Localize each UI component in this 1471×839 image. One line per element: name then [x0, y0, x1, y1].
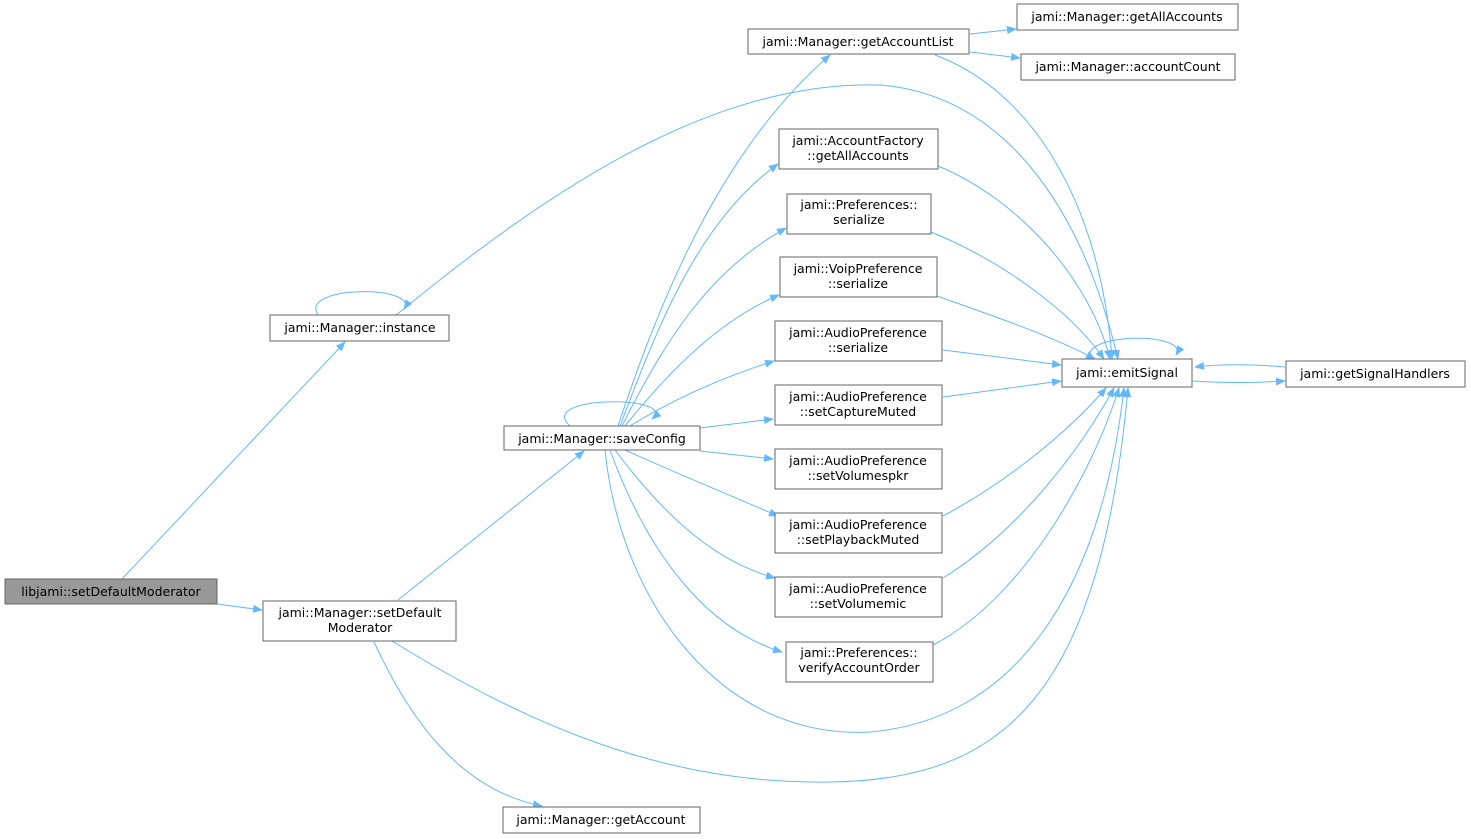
- node-label: jami::Manager::getAllAccounts: [1030, 9, 1222, 24]
- node-label-line-1: jami::AudioPreference: [788, 389, 927, 404]
- node-label-line-2: ::serialize: [828, 340, 888, 355]
- edge-saveconfig-setvolumespkr: [699, 450, 774, 462]
- edge-layer: [121, 25, 1286, 809]
- node-audiopreference-setvolumemic[interactable]: jami::AudioPreference ::setVolumemic: [774, 576, 943, 618]
- node-label-line-2: verifyAccountOrder: [798, 660, 920, 675]
- node-label-line-2: ::setVolumespkr: [808, 468, 910, 483]
- node-label: jami::Manager::accountCount: [1034, 59, 1220, 74]
- edge-saveconfig-setplaybackmuted: [624, 449, 779, 517]
- node-manager-saveconfig[interactable]: jami::Manager::saveConfig: [503, 425, 701, 451]
- edge-saveconfig-prefserialize: [621, 227, 787, 427]
- edge-saveconfig-setcapturemuted: [699, 416, 774, 429]
- edge-root-instance: [121, 341, 346, 580]
- edge-getaccountlist-accountcount: [969, 51, 1021, 61]
- node-preferences-verifyaccountorder[interactable]: jami::Preferences:: verifyAccountOrder: [785, 641, 934, 683]
- edge-saveconfig-verifyaccountorder: [609, 449, 783, 654]
- node-manager-instance[interactable]: jami::Manager::instance: [269, 314, 450, 342]
- node-layer: libjami::setDefaultModerator jami::Manag…: [4, 3, 1466, 834]
- node-audiopreference-serialize[interactable]: jami::AudioPreference ::serialize: [774, 320, 943, 362]
- edge-audioserialize-emitsignal: [942, 349, 1062, 368]
- node-label-line-2: ::getAllAccounts: [807, 148, 908, 163]
- edge-instance-emitsignal: [394, 84, 1120, 360]
- edge-setvolumemic-emitsignal: [942, 387, 1115, 579]
- node-label: jami::Manager::instance: [283, 320, 435, 335]
- node-label: jami::Manager::getAccount: [515, 812, 685, 827]
- node-label-line-1: jami::AccountFactory: [791, 133, 924, 148]
- edge-afgetallaccounts-emitsignal: [937, 165, 1112, 360]
- node-label-line-1: jami::Manager::setDefault: [278, 605, 442, 620]
- node-label: jami::getSignalHandlers: [1299, 366, 1450, 381]
- edge-setplaybackmuted-emitsignal: [942, 387, 1107, 517]
- edge-setdefaultmoderator-saveconfig: [397, 450, 585, 601]
- node-preferences-serialize[interactable]: jami::Preferences:: serialize: [786, 193, 932, 235]
- edge-getaccountlist-emitsignal: [934, 54, 1116, 360]
- node-label-line-1: jami::Preferences::: [799, 197, 917, 212]
- edge-setdefaultmoderator-getaccount: [373, 641, 543, 809]
- node-label: jami::Manager::saveConfig: [517, 431, 686, 446]
- node-label-line-1: jami::AudioPreference: [788, 453, 927, 468]
- node-label-line-2: ::serialize: [828, 276, 888, 291]
- node-audiopreference-setvolumespkr[interactable]: jami::AudioPreference ::setVolumespkr: [774, 448, 943, 490]
- node-label: libjami::setDefaultModerator: [21, 584, 201, 599]
- edge-root-setdefaultmoderator: [216, 603, 263, 613]
- node-emitsignal[interactable]: jami::emitSignal: [1061, 358, 1193, 388]
- node-label-line-2: Moderator: [328, 620, 393, 635]
- node-label: jami::Manager::getAccountList: [761, 34, 953, 49]
- node-manager-getallaccounts[interactable]: jami::Manager::getAllAccounts: [1016, 3, 1239, 31]
- node-label-line-2: serialize: [833, 212, 885, 227]
- edge-saveconfig-getaccountlist: [617, 54, 831, 427]
- edge-getaccountlist-mgrgetallaccounts: [969, 25, 1017, 35]
- node-label-line-1: jami::AudioPreference: [788, 581, 927, 596]
- node-manager-getaccount[interactable]: jami::Manager::getAccount: [502, 806, 701, 834]
- node-label-line-2: ::setVolumemic: [810, 596, 907, 611]
- edge-voipserialize-emitsignal: [936, 295, 1096, 360]
- edge-saveconfig-audioserialize: [629, 359, 775, 427]
- node-label-line-2: ::setCaptureMuted: [800, 404, 916, 419]
- node-audiopreference-setplaybackmuted[interactable]: jami::AudioPreference ::setPlaybackMuted: [774, 512, 943, 554]
- node-manager-getaccountlist[interactable]: jami::Manager::getAccountList: [747, 28, 970, 55]
- edge-emitsignal-getsignalhandlers: [1192, 377, 1286, 386]
- node-label: jami::emitSignal: [1075, 365, 1178, 380]
- node-label-line-1: jami::AudioPreference: [788, 325, 927, 340]
- edge-saveconfig-voipserialize: [624, 294, 780, 427]
- edge-getsignalhandlers-emitsignal: [1194, 361, 1286, 370]
- node-label-line-1: jami::Preferences::: [799, 645, 917, 660]
- node-accountfactory-getallaccounts[interactable]: jami::AccountFactory ::getAllAccounts: [778, 128, 939, 170]
- edge-setdefaultmoderator-emitsignal: [391, 387, 1132, 783]
- node-libjami-setdefaultmoderator[interactable]: libjami::setDefaultModerator: [4, 578, 218, 605]
- edge-verifyaccountorder-emitsignal: [932, 387, 1121, 646]
- edge-saveconfig-setvolumemic: [614, 449, 776, 580]
- node-audiopreference-setcapturemuted[interactable]: jami::AudioPreference ::setCaptureMuted: [774, 384, 943, 426]
- node-voippreference-serialize[interactable]: jami::VoipPreference ::serialize: [779, 256, 938, 298]
- edge-prefserialize-emitsignal: [930, 231, 1105, 360]
- edge-emitsignal-self: [1089, 337, 1185, 360]
- edge-saveconfig-afgetallaccounts: [619, 163, 779, 427]
- edge-instance-self: [315, 291, 413, 316]
- edge-setcapturemuted-emitsignal: [942, 378, 1062, 398]
- node-manager-setdefaultmoderator[interactable]: jami::Manager::setDefault Moderator: [262, 600, 457, 642]
- node-label-line-2: ::setPlaybackMuted: [797, 532, 920, 547]
- node-label-line-1: jami::VoipPreference: [793, 261, 923, 276]
- node-getsignalhandlers[interactable]: jami::getSignalHandlers: [1285, 360, 1466, 388]
- node-label-line-1: jami::AudioPreference: [788, 517, 927, 532]
- node-manager-accountcount[interactable]: jami::Manager::accountCount: [1020, 53, 1236, 81]
- edge-saveconfig-emitsignal: [604, 387, 1127, 733]
